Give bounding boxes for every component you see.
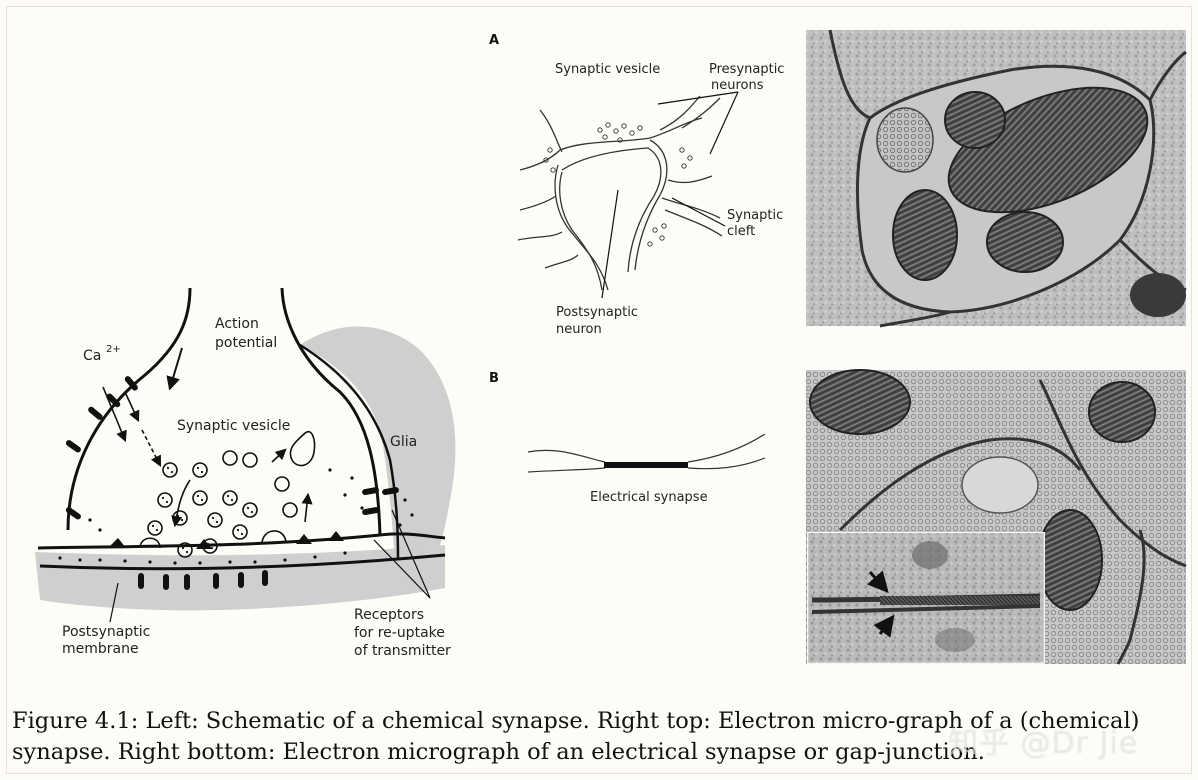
panel-b-drawing	[527, 433, 766, 473]
electrical-synapse-label: Electrical synapse	[590, 490, 708, 505]
panel-a-cleft-label: Synaptic	[727, 208, 783, 223]
receptors-label-2: for re-uptake	[354, 625, 445, 641]
postsynaptic-membrane-label: Postsynaptic	[62, 624, 150, 640]
panel-a-cleft-label-2: cleft	[727, 224, 755, 239]
watermark: 知乎 @Dr Jie	[948, 726, 1139, 761]
panel-a: A	[489, 29, 1187, 337]
receptors-label: Receptors	[354, 607, 424, 623]
receptors-label-3: of transmitter	[354, 643, 451, 659]
calcium-label: Ca	[83, 348, 101, 364]
chemical-synapse-schematic: Action potential Ca 2+ Synaptic vesicle …	[35, 287, 456, 659]
action-potential-label-2: potential	[215, 335, 277, 351]
calcium-sup-label: 2+	[106, 344, 121, 355]
presynaptic-terminal-outline	[66, 287, 192, 531]
figure-graphics: Action potential Ca 2+ Synaptic vesicle …	[35, 29, 1187, 665]
panel-b-letter: B	[489, 371, 499, 386]
presynaptic-terminal-outline-right	[280, 287, 382, 536]
panel-b-micrograph	[806, 369, 1187, 665]
figure-frame	[6, 6, 1192, 774]
action-potential-label: Action	[215, 316, 259, 332]
caption-line-2: synapse. Right bottom: Electron microgra…	[12, 739, 985, 765]
panel-a-postsynaptic-label-2: neuron	[556, 322, 602, 337]
panel-a-micrograph	[806, 29, 1187, 328]
panel-a-presynaptic-label: Presynaptic	[709, 62, 784, 77]
panel-a-drawing	[517, 95, 723, 291]
panel-a-postsynaptic-label: Postsynaptic	[556, 305, 638, 320]
synaptic-vesicle-label: Synaptic vesicle	[177, 418, 290, 434]
panel-a-letter: A	[489, 33, 499, 48]
glia-region	[300, 326, 456, 585]
panel-a-presynaptic-label-2: neurons	[711, 78, 764, 93]
postsynaptic-membrane-label-2: membrane	[62, 641, 139, 657]
figure-caption: Figure 4.1: Left: Schematic of a chemica…	[12, 706, 1188, 768]
caption-line-1: Figure 4.1: Left: Schematic of a chemica…	[12, 708, 1140, 734]
panel-a-synaptic-vesicle-label: Synaptic vesicle	[555, 62, 660, 77]
glia-label: Glia	[390, 434, 417, 450]
panel-b: B Electrical synapse	[489, 369, 1187, 665]
